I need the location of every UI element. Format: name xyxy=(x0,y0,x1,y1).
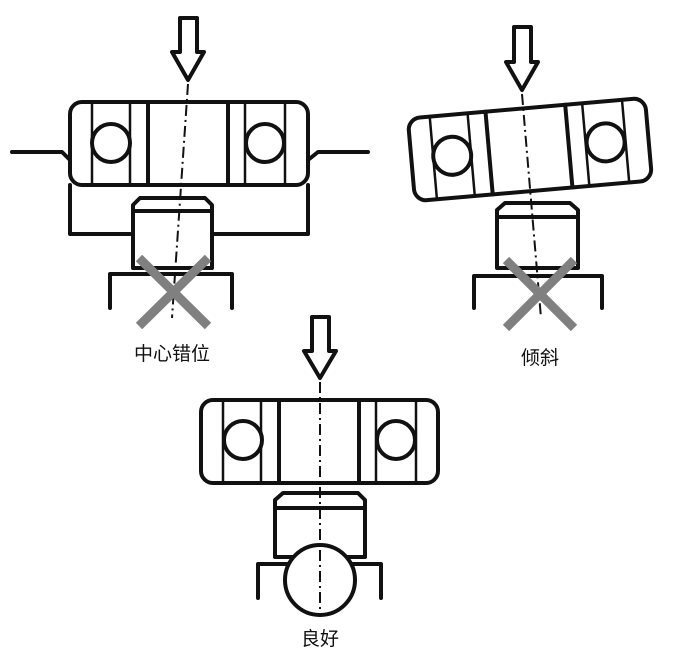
tilted-bearing-block xyxy=(406,96,654,203)
housing-side-lines xyxy=(10,150,370,162)
load-arrow-icon xyxy=(504,25,540,92)
panel-good xyxy=(199,315,440,617)
support-base xyxy=(108,272,234,310)
bearing-block xyxy=(68,100,310,187)
center-axis xyxy=(171,83,189,319)
center-axis xyxy=(521,93,542,319)
error-cross-icon xyxy=(502,256,578,332)
label-tilt: 倾斜 xyxy=(520,347,560,369)
load-arrow-icon xyxy=(170,16,206,82)
error-cross-icon xyxy=(135,254,212,330)
panel-tilt xyxy=(406,25,654,332)
support-base xyxy=(472,274,604,310)
label-good: 良好 xyxy=(300,628,340,650)
pin-component xyxy=(131,196,214,270)
load-arrow-icon xyxy=(302,315,338,380)
label-center-misalignment: 中心错位 xyxy=(133,343,211,365)
panel-center-misalignment xyxy=(10,16,370,330)
pin-component xyxy=(495,201,580,270)
housing-bracket xyxy=(68,183,310,236)
